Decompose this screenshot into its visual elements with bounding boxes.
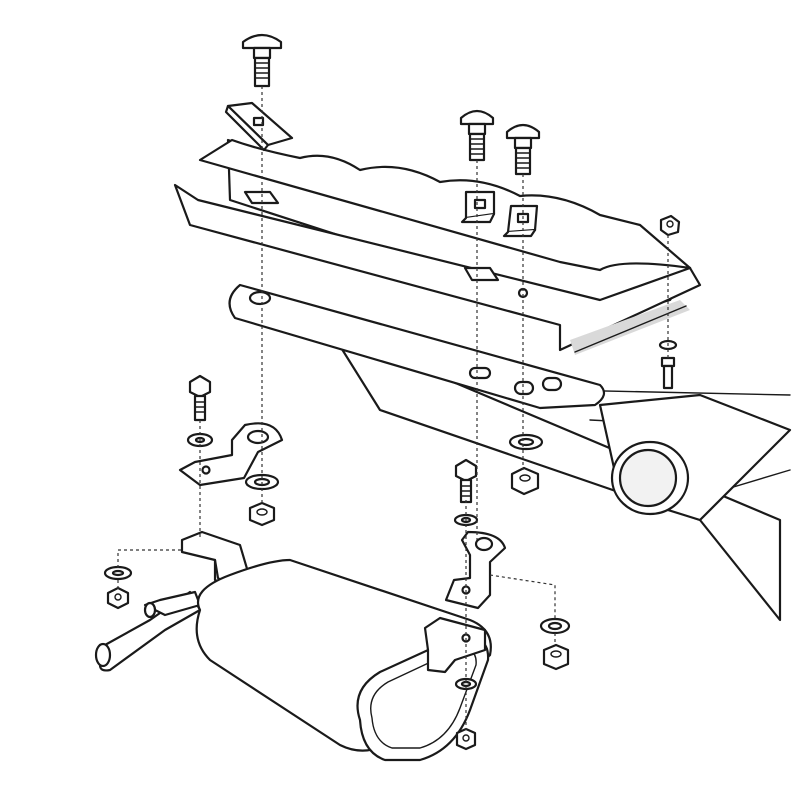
washer-muffler-left (103, 565, 133, 581)
carriage-bolt-2 (459, 109, 495, 162)
carriage-bolt-3 (505, 123, 541, 176)
square-plate-1 (224, 101, 294, 152)
carriage-bolt-1 (241, 33, 283, 88)
right-hex-nut-top (659, 214, 681, 237)
hex-nut-muffler-bottom (455, 727, 477, 751)
hex-bolt-mid (454, 458, 478, 504)
hex-nut-plate-right (510, 466, 540, 496)
bracket-mid (444, 530, 507, 610)
hex-bolt-left (188, 374, 212, 422)
hex-nut-muffler-left (106, 586, 130, 610)
frame-channel (173, 138, 702, 355)
muffler (94, 558, 492, 762)
mounting-plate (228, 283, 606, 410)
right-small-bolt (660, 356, 676, 390)
alignment-lines (117, 86, 669, 730)
hex-nut-left-mid (248, 501, 276, 527)
square-plate-2 (460, 190, 496, 224)
bracket-left (178, 422, 284, 487)
hex-nut-muffler-right (542, 643, 570, 671)
washer-plate-right (508, 433, 544, 451)
washer-muffler-right (539, 617, 571, 635)
axle-tube-end (598, 393, 792, 522)
